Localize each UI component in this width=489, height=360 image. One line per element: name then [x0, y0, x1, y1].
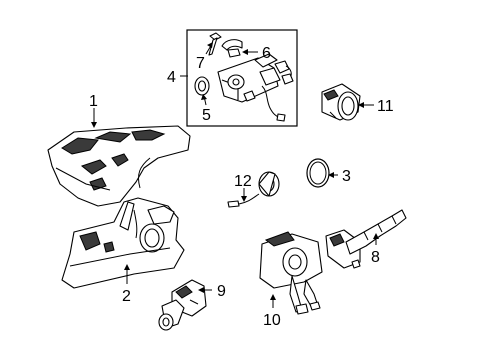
part-2-lower-column-cover [61, 197, 185, 289]
callout-10: 10 [263, 312, 281, 329]
callout-9: 9 [217, 283, 226, 300]
part-3-ring [306, 158, 330, 188]
part-5-bezel [194, 76, 210, 96]
callout-12: 12 [234, 173, 252, 190]
leader-7-arrow [207, 42, 213, 48]
part-6-retainer-clip [221, 39, 243, 58]
part-11-antenna [321, 83, 361, 121]
callout-2: 2 [122, 288, 131, 305]
leader-6-arrow [242, 49, 248, 55]
leader-9-arrow [198, 287, 204, 293]
part-10-combination-switch [259, 231, 323, 315]
leader-3-arrow [328, 172, 334, 178]
callout-4: 4 [167, 69, 176, 86]
leader-lines [91, 42, 379, 308]
callout-7: 7 [196, 55, 205, 72]
leader-2-arrow [124, 264, 130, 270]
part-8-multifunction-switch [325, 209, 407, 269]
leader-8-arrow [373, 233, 379, 239]
leader-10-arrow [270, 294, 276, 300]
lock-assembly-inset-box [186, 29, 298, 127]
leader-5-arrow [201, 94, 207, 100]
callout-labels: 1 2 3 4 5 6 7 8 9 10 11 12 [89, 45, 394, 329]
callout-3: 3 [342, 168, 351, 185]
part-12-sensor [227, 171, 280, 208]
leader-12-arrow [241, 196, 247, 202]
part-7-screw [208, 32, 222, 56]
callout-11: 11 [377, 98, 394, 115]
callout-5: 5 [202, 107, 211, 124]
leader-1-arrow [91, 122, 97, 128]
leader-11-arrow [358, 102, 364, 108]
part-1-upper-column-cover [47, 125, 191, 207]
callout-1: 1 [89, 93, 98, 110]
callout-8: 8 [371, 249, 380, 266]
lock-cylinder-housing [217, 53, 294, 122]
callout-6: 6 [262, 45, 271, 62]
part-9-ignition-switch [158, 279, 207, 331]
